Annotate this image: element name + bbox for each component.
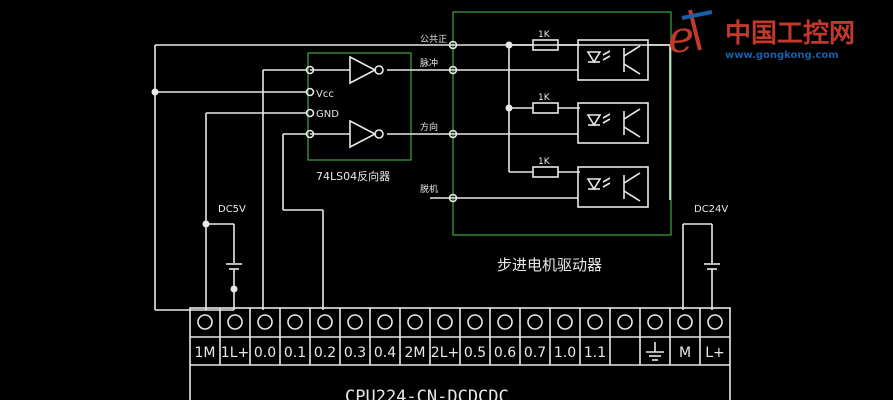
plc-terminal-screw bbox=[257, 314, 273, 330]
plc-terminal-label: 0.4 bbox=[374, 345, 396, 361]
dc24v-battery bbox=[704, 263, 720, 270]
plc-terminal-screw bbox=[227, 314, 243, 330]
plc-terminal-screw bbox=[707, 314, 723, 330]
plc-terminal-screw bbox=[677, 314, 693, 330]
vcc-label: Vcc bbox=[316, 89, 334, 100]
direction-label: 方向 bbox=[420, 121, 438, 133]
plc-terminal-label: 0.1 bbox=[284, 345, 306, 361]
driver-caption: 步进电机驱动器 bbox=[497, 256, 602, 274]
svg-text:e: e bbox=[668, 12, 694, 63]
watermark-logo: e bbox=[668, 9, 713, 63]
plc-terminal-screw bbox=[497, 314, 513, 330]
terminal-dot bbox=[448, 129, 458, 139]
plc-terminal-screw bbox=[527, 314, 543, 330]
plc-terminal-screw bbox=[557, 314, 573, 330]
plc-terminal-screw bbox=[377, 314, 393, 330]
inverter-gate-1 bbox=[349, 55, 384, 85]
optocoupler-1 bbox=[577, 39, 649, 81]
plc-terminal-screw bbox=[347, 314, 363, 330]
plc-terminal-label: 2L+ bbox=[431, 345, 459, 361]
common-positive-label: 公共正 bbox=[420, 34, 447, 45]
gnd-label: GND bbox=[316, 109, 339, 120]
optocoupler-2 bbox=[577, 102, 649, 144]
plc-terminal-label: 0.5 bbox=[464, 345, 486, 361]
plc-terminal-label: 1.0 bbox=[554, 345, 576, 361]
plc-terminal-label: 0.3 bbox=[344, 345, 366, 361]
plc-terminal-label: 1M bbox=[195, 345, 216, 361]
plc-terminal-label: 0.2 bbox=[314, 345, 336, 361]
plc-terminal-screw bbox=[617, 314, 633, 330]
terminal-dot bbox=[448, 193, 458, 203]
plc-terminal-label: 1L+ bbox=[221, 345, 249, 361]
watermark-url: www.gongkong.com bbox=[725, 50, 839, 61]
optocoupler-3 bbox=[577, 166, 649, 208]
dc5v-label: DC5V bbox=[218, 204, 246, 215]
resistor-1-label: 1K bbox=[538, 30, 551, 40]
plc-terminal-screw bbox=[647, 314, 663, 330]
terminal-dot bbox=[448, 40, 458, 50]
plc-terminal-label: L+ bbox=[705, 345, 725, 361]
plc-terminal-strip: 1M 1L+ 0.0 0.1 0.2 0.3 0.4 2M 2L+ 0.5 0.6 0.7 1.0 1.1… bbox=[195, 308, 725, 365]
plc-terminal-label: 0.0 bbox=[254, 345, 276, 361]
resistor-3-label: 1K bbox=[538, 157, 551, 167]
ground-icon bbox=[646, 342, 664, 361]
plc-terminal-label: 0.7 bbox=[524, 345, 546, 361]
offline-label: 脱机 bbox=[420, 183, 438, 195]
watermark-name: 中国工控网 bbox=[725, 19, 855, 49]
driver-box bbox=[452, 11, 672, 236]
resistor-3 bbox=[532, 166, 559, 178]
plc-terminal-screw bbox=[197, 314, 213, 330]
plc-model-label: CPU224-CN-DCDCDC bbox=[345, 387, 509, 400]
dc24v-label: DC24V bbox=[694, 204, 728, 215]
inverter-box bbox=[307, 52, 412, 161]
plc-terminal-screw bbox=[317, 314, 333, 330]
resistor-2 bbox=[532, 102, 559, 114]
plc-terminal-screw bbox=[467, 314, 483, 330]
inverter-caption: 74LS04反向器 bbox=[316, 169, 390, 183]
plc-terminal-screw bbox=[287, 314, 303, 330]
plc-terminal-label: M bbox=[679, 345, 691, 361]
terminal-dot bbox=[448, 65, 458, 75]
inverter-gate-2 bbox=[349, 119, 384, 149]
plc-terminal-screw bbox=[587, 314, 603, 330]
plc-terminal-label: 1.1 bbox=[584, 345, 606, 361]
plc-terminal-screw bbox=[407, 314, 423, 330]
plc-terminal-screw bbox=[437, 314, 453, 330]
resistor-2-label: 1K bbox=[538, 93, 551, 103]
plc-terminal-label: 0.6 bbox=[494, 345, 516, 361]
pulse-label: 脉冲 bbox=[420, 57, 438, 69]
plc-terminal-label: 2M bbox=[405, 345, 426, 361]
dc5v-battery bbox=[226, 263, 242, 270]
